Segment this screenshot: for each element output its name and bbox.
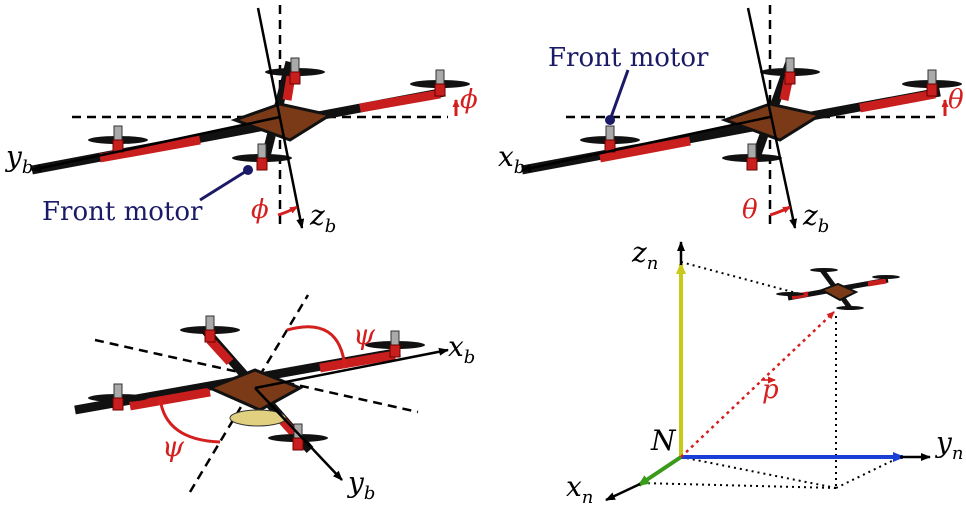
pitch-callout-label: Front motor bbox=[548, 43, 709, 73]
inertial-panel: zn yn xn N p bbox=[566, 236, 963, 506]
roll-angle-label-top: ϕ bbox=[460, 85, 478, 115]
roll-angle-arc-bottom bbox=[277, 205, 298, 217]
roll-callout-dot bbox=[243, 165, 253, 175]
pitch-callout-leader bbox=[608, 69, 630, 121]
inertial-zn-label: zn bbox=[631, 236, 658, 274]
yaw-yb-axis bbox=[254, 387, 343, 481]
inertial-origin-label: N bbox=[650, 424, 677, 457]
pitch-xb-label: xb bbox=[498, 140, 525, 178]
inertial-xn-extension bbox=[605, 482, 641, 502]
roll-drone bbox=[31, 57, 471, 175]
pitch-callout-dot bbox=[605, 115, 615, 125]
pitch-zb-axis bbox=[746, 7, 798, 229]
roll-yb-axis bbox=[31, 115, 281, 173]
inertial-position-vector bbox=[680, 311, 835, 458]
inertial-xn-axis bbox=[637, 455, 683, 487]
roll-angle-label-bottom: ϕ bbox=[251, 195, 269, 225]
yaw-angle-arc-top bbox=[286, 325, 348, 369]
inertial-drone bbox=[776, 268, 900, 310]
yaw-angle-label-bottom: ψ bbox=[162, 430, 185, 463]
pitch-zb-label: zb bbox=[802, 199, 829, 237]
yaw-yb-label: yb bbox=[346, 466, 375, 504]
roll-zb-label: zb bbox=[309, 199, 336, 237]
pitch-panel: xb zb θ θ Front motor bbox=[498, 5, 964, 237]
roll-callout-leader bbox=[199, 168, 249, 202]
roll-panel: yb zb ϕ ϕ Front motor bbox=[4, 5, 478, 237]
yaw-panel: xb yb ψ ψ bbox=[74, 294, 475, 504]
yaw-angle-label-top: ψ bbox=[353, 318, 376, 351]
pitch-xb-axis bbox=[521, 115, 771, 173]
roll-yb-label: yb bbox=[4, 140, 33, 178]
roll-callout-label: Front motor bbox=[42, 197, 203, 227]
inertial-yn-label: yn bbox=[934, 426, 963, 464]
inertial-xn-label: xn bbox=[566, 470, 593, 506]
pitch-angle-label-top: θ bbox=[948, 85, 964, 115]
inertial-projection-lines bbox=[639, 261, 901, 489]
inertial-position-label: p bbox=[761, 375, 779, 405]
yaw-xb-axis bbox=[254, 347, 449, 390]
pitch-angle-label-bottom: θ bbox=[742, 195, 758, 225]
pitch-drone bbox=[521, 57, 963, 175]
pitch-angle-arc-bottom bbox=[769, 205, 791, 217]
yaw-xb-label: xb bbox=[448, 330, 475, 368]
yaw-angle-arc-bottom bbox=[157, 397, 221, 444]
yaw-reference-line-2 bbox=[188, 294, 310, 493]
